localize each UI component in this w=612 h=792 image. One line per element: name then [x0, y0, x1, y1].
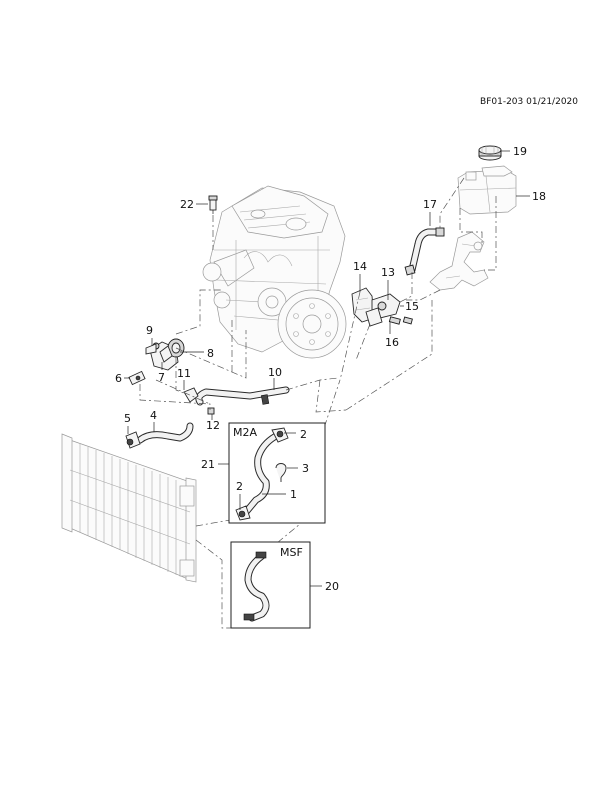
callout-6: 6	[115, 372, 122, 385]
hose-10	[183, 386, 290, 406]
callout-13: 13	[381, 266, 395, 279]
radiator-hose-upper	[125, 422, 194, 449]
bolt-12	[207, 407, 215, 415]
callout-2a: 2	[300, 428, 307, 441]
engine-assembly	[202, 185, 347, 359]
hose-reservoir-feed	[404, 227, 445, 276]
callout-labels: 1 2 2 3 4 5 6 7 8 9 10 11 12 13 14 15 16…	[115, 145, 546, 593]
detail-box-msf: MSF	[230, 541, 311, 629]
hose-clamp-6	[128, 370, 146, 386]
detail-box-msf-frame	[230, 541, 311, 629]
callout-5: 5	[124, 412, 131, 425]
callout-12: 12	[206, 419, 220, 432]
coolant-pipe	[365, 307, 413, 327]
bleed-screw	[275, 463, 287, 482]
callout-4: 4	[150, 409, 157, 422]
callout-17: 17	[423, 198, 437, 211]
callout-20: 20	[325, 580, 339, 593]
callout-7: 7	[158, 371, 165, 384]
leader-lines	[124, 150, 530, 587]
detail-box-m2a: M2A	[228, 422, 326, 524]
reference-lines	[139, 177, 497, 629]
temperature-sensor	[208, 195, 218, 214]
coolant-reservoir	[457, 165, 517, 215]
callout-1: 1	[290, 488, 297, 501]
document-id: BF01-203 01/21/2020	[480, 97, 578, 107]
callout-15: 15	[405, 300, 419, 313]
callout-21: 21	[201, 458, 215, 471]
detail-box-msf-label: MSF	[280, 546, 303, 559]
callout-16: 16	[385, 336, 399, 349]
callout-3: 3	[302, 462, 309, 475]
radiator	[61, 433, 197, 583]
reservoir-pipe-assembly	[429, 231, 489, 291]
detail-box-m2a-label: M2A	[233, 426, 257, 439]
callout-19: 19	[513, 145, 527, 158]
callout-11: 11	[177, 367, 191, 380]
callout-18: 18	[532, 190, 546, 203]
callout-2b: 2	[236, 480, 243, 493]
callout-14: 14	[353, 260, 367, 273]
reservoir-cap	[478, 145, 502, 161]
callout-9: 9	[146, 324, 153, 337]
callout-10: 10	[268, 366, 282, 379]
callout-22: 22	[180, 198, 194, 211]
callout-8: 8	[207, 347, 214, 360]
